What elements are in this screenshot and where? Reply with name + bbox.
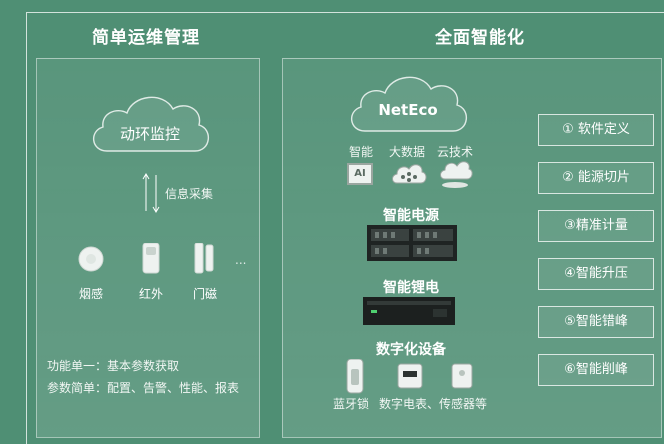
left-section-title: 简单运维管理 [92, 28, 200, 48]
lithium-battery-icon [363, 297, 455, 325]
feature-precise-metering: ③精准计量 [538, 210, 654, 242]
cloud-outline-icon [93, 96, 209, 152]
up-down-arrows-icon [142, 173, 160, 213]
digital-device-label: 数字化设备 [376, 342, 446, 358]
sensor-door: 门磁 [185, 242, 225, 302]
sensor-infrared: 红外 [131, 242, 171, 302]
neteco-cloud: NetEco [343, 67, 473, 141]
outer-frame [26, 12, 664, 444]
right-panel: NetEco 智能 大数据 云技术 AI 智能电源 智能锂电 [282, 58, 662, 438]
neteco-label: NetEco [378, 101, 438, 119]
note-parameters: 参数简单：配置、告警、性能、报表 [47, 381, 240, 395]
digital-meter-icon [397, 363, 423, 389]
feature-peak-shaving: ⑥智能削峰 [538, 354, 654, 386]
smoke-detector-icon [78, 246, 104, 272]
right-section-title: 全面智能化 [435, 28, 525, 48]
sensor-infrared-label: 红外 [138, 287, 163, 301]
tech-label-bigdata: 大数据 [389, 145, 426, 159]
bluetooth-lock-icon [346, 359, 364, 394]
smart-power-label: 智能电源 [383, 208, 439, 224]
left-panel: 动环监控 信息采集 烟感 红外 门磁 ... 功能单一：基本参数获取 参数简单：… [36, 58, 260, 438]
info-collection-label: 信息采集 [165, 187, 214, 201]
feature-energy-slicing: ② 能源切片 [538, 162, 654, 194]
feature-software-defined: ① 软件定义 [538, 114, 654, 146]
cloud-icon [351, 76, 467, 132]
meter-sensor-label: 数字电表、传感器等 [379, 397, 488, 411]
feature-smart-boost: ④智能升压 [538, 258, 654, 290]
tech-label-ai: 智能 [349, 145, 374, 159]
monitoring-cloud: 动环监控 [85, 87, 215, 163]
ai-chip-icon: AI [347, 163, 373, 185]
door-sensor-icon [194, 242, 214, 274]
feature-peak-shifting: ⑤智能错峰 [538, 306, 654, 338]
more-sensors-ellipsis: ... [235, 253, 247, 267]
power-rack-icon [367, 225, 457, 261]
sensor-device-icon [451, 363, 473, 389]
big-data-cloud-icon [392, 164, 427, 184]
sensor-door-label: 门磁 [192, 287, 217, 301]
tech-label-cloud: 云技术 [437, 145, 474, 159]
center-column: NetEco 智能 大数据 云技术 AI 智能电源 智能锂电 [329, 59, 493, 439]
sensor-smoke-label: 烟感 [78, 287, 103, 301]
sensor-smoke: 烟感 [71, 245, 111, 302]
note-function: 功能单一：基本参数获取 [47, 359, 180, 373]
bluetooth-lock-label: 蓝牙锁 [333, 397, 370, 411]
monitoring-cloud-label: 动环监控 [119, 125, 180, 143]
smart-lithium-label: 智能锂电 [383, 280, 439, 296]
cloud-tech-icon [440, 161, 473, 188]
infrared-sensor-icon [142, 242, 160, 274]
